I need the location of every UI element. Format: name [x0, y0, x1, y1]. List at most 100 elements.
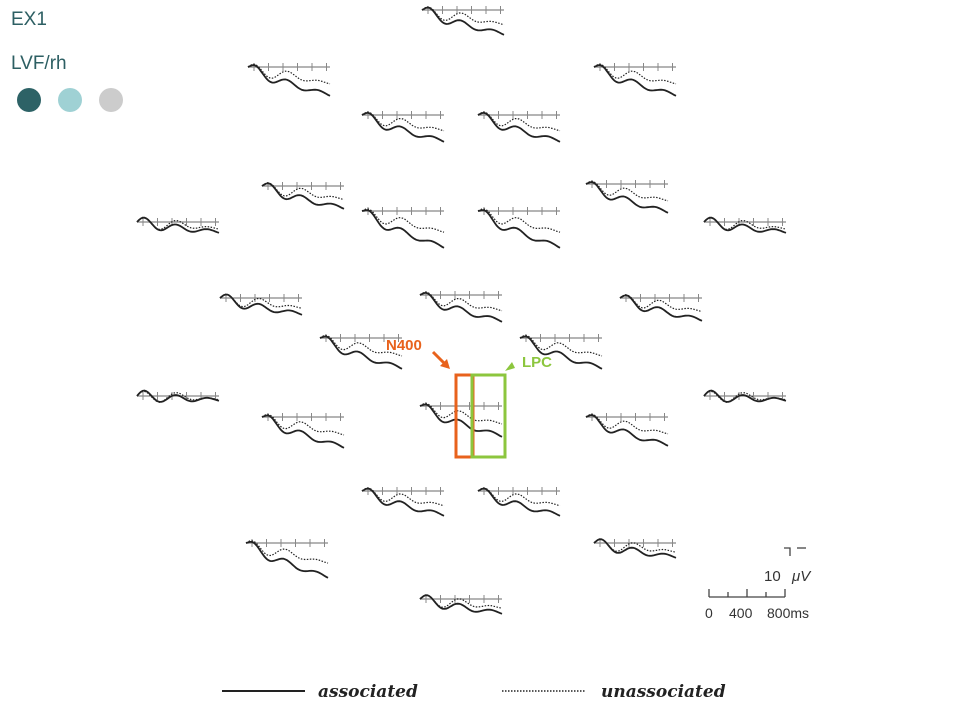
electrode-waveform — [261, 413, 345, 449]
associated-trace — [619, 294, 703, 322]
electrode-waveform — [136, 389, 220, 403]
n400-arrowhead — [440, 359, 450, 369]
unassociated-trace — [477, 208, 561, 233]
associated-trace — [477, 487, 561, 517]
amplitude-bar — [784, 547, 791, 556]
electrode-waveform — [519, 334, 603, 370]
waveform-grid — [136, 6, 787, 615]
unassociated-trace — [619, 294, 703, 313]
unassociated-trace — [477, 111, 561, 132]
unassociated-trace — [247, 63, 331, 85]
associated-trace — [585, 414, 669, 447]
associated-trace — [261, 182, 345, 210]
associated-trace — [703, 389, 787, 403]
electrode-waveform — [419, 291, 503, 323]
associated-trace — [136, 389, 220, 403]
unassociated-trace — [419, 402, 503, 425]
electrode-waveform — [477, 207, 561, 249]
time-tick-0: 0 — [705, 605, 713, 621]
associated-trace — [219, 293, 303, 316]
electrode-waveform — [261, 182, 345, 210]
associated-trace — [361, 487, 445, 517]
electrode-waveform — [593, 538, 677, 559]
electrode-waveform — [477, 111, 561, 143]
associated-trace — [361, 209, 445, 249]
indicator-dot-light — [58, 88, 82, 112]
associated-trace — [477, 209, 561, 249]
unassociated-trace — [421, 6, 505, 26]
electrode-waveform — [703, 389, 787, 403]
amplitude-unit: μV — [791, 568, 812, 585]
electrode-waveform — [245, 539, 329, 579]
unassociated-trace — [419, 291, 503, 312]
legend-unassociated: unassociated — [601, 682, 726, 702]
associated-trace — [519, 335, 603, 370]
unassociated-trace — [261, 182, 345, 201]
electrode-waveform — [361, 487, 445, 517]
electrode-waveform — [585, 413, 669, 447]
associated-trace — [421, 6, 505, 36]
associated-trace — [593, 538, 677, 559]
associated-trace — [419, 403, 503, 438]
unassociated-trace — [245, 540, 329, 564]
indicator-dot-gray — [99, 88, 123, 112]
electrode-waveform — [619, 294, 703, 322]
associated-trace — [585, 181, 669, 214]
unassociated-trace — [519, 334, 603, 357]
slide-subtitle: LVF/rh — [11, 53, 67, 74]
unassociated-trace — [477, 487, 561, 507]
electrode-waveform — [585, 180, 669, 214]
amplitude-value: 10 — [764, 568, 781, 585]
unassociated-trace — [585, 180, 669, 202]
legend: associated unassociated — [222, 682, 726, 702]
slide-title: EX1 — [11, 9, 47, 30]
electrode-waveform — [136, 216, 220, 234]
unassociated-trace — [593, 63, 677, 85]
electrode-waveform — [361, 111, 445, 143]
calibration-scale — [708, 547, 806, 598]
electrode-waveform — [593, 63, 677, 97]
associated-trace — [361, 111, 445, 143]
indicator-dots — [17, 88, 123, 112]
associated-trace — [419, 291, 503, 323]
unassociated-trace — [419, 594, 503, 609]
associated-trace — [593, 64, 677, 97]
associated-trace — [419, 594, 503, 615]
unassociated-trace — [136, 217, 220, 231]
lpc-label: LPC — [522, 354, 552, 371]
electrode-waveform — [421, 6, 505, 36]
electrode-waveform — [319, 334, 403, 370]
unassociated-trace — [361, 487, 445, 507]
unassociated-trace — [219, 293, 303, 309]
associated-trace — [477, 111, 561, 143]
lpc-arrowhead — [505, 362, 515, 371]
associated-trace — [136, 216, 220, 234]
unassociated-trace — [361, 111, 445, 132]
associated-trace — [319, 335, 403, 370]
electrode-waveform — [419, 594, 503, 615]
electrode-waveform — [247, 63, 331, 97]
n400-window-box — [454, 373, 475, 459]
lpc-annotation: LPC — [470, 354, 552, 459]
associated-trace — [245, 541, 329, 579]
unassociated-trace — [593, 538, 677, 553]
n400-label: N400 — [386, 337, 422, 354]
unassociated-trace — [319, 334, 403, 357]
electrode-waveform — [477, 487, 561, 517]
unassociated-trace — [361, 208, 445, 233]
unassociated-trace — [585, 413, 669, 435]
associated-trace — [703, 216, 787, 234]
time-tick-400: 400 — [729, 605, 753, 621]
lpc-window-box — [470, 373, 507, 459]
electrode-waveform — [703, 216, 787, 234]
indicator-dot-dark — [17, 88, 41, 112]
associated-trace — [247, 64, 331, 97]
legend-associated: associated — [318, 682, 418, 702]
electrode-waveform — [361, 207, 445, 249]
unassociated-trace — [703, 217, 787, 231]
associated-trace — [261, 414, 345, 449]
electrode-waveform — [219, 293, 303, 316]
time-tick-800: 800ms — [767, 605, 809, 621]
unassociated-trace — [261, 413, 345, 436]
